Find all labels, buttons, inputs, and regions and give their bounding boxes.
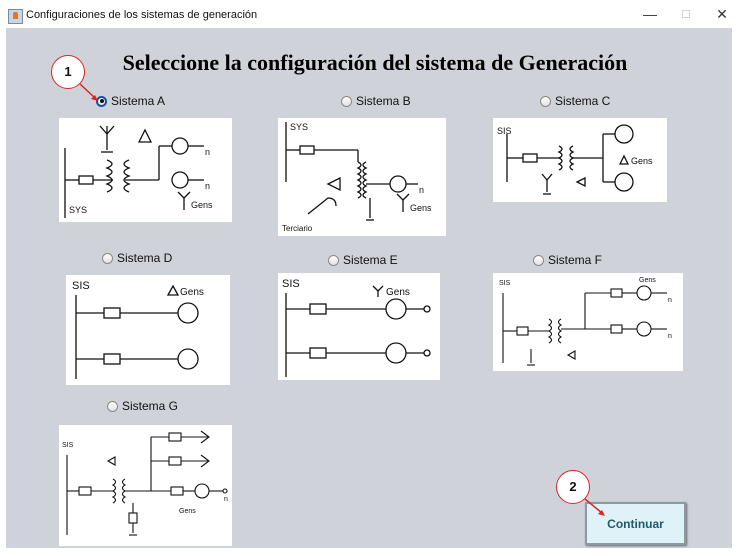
radio-label: Sistema F (548, 253, 603, 267)
svg-text:Terciario: Terciario (282, 224, 313, 233)
svg-text:Gens: Gens (639, 277, 656, 284)
svg-text:Gens: Gens (631, 156, 653, 166)
minimize-button[interactable]: — (643, 6, 657, 22)
svg-text:n: n (224, 496, 228, 503)
diagram-sistema-e[interactable]: SIS Gens (278, 273, 440, 380)
diagram-sistema-g[interactable]: SIS Gens n (59, 425, 232, 546)
callout-1: 1 (51, 55, 85, 89)
radio-sistema-f[interactable]: Sistema F (533, 253, 602, 267)
radio-sistema-b[interactable]: Sistema B (341, 94, 411, 108)
radio-icon (533, 254, 544, 266)
page-heading: Seleccione la configuración del sistema … (122, 50, 628, 75)
maximize-button[interactable]: ☐ (681, 9, 691, 21)
radio-icon (540, 95, 551, 107)
close-button[interactable]: ✕ (716, 6, 728, 22)
diagram-sistema-f[interactable]: SIS Gens n n (493, 273, 683, 371)
svg-text:Gens: Gens (180, 287, 204, 298)
svg-text:Gens: Gens (179, 508, 196, 515)
window-title: Configuraciones de los sistemas de gener… (26, 9, 258, 21)
radio-sistema-d[interactable]: Sistema D (102, 251, 172, 265)
radio-icon (328, 254, 339, 266)
radio-selected-icon (96, 95, 107, 107)
svg-text:SIS: SIS (282, 278, 300, 290)
java-app-icon (8, 9, 23, 24)
svg-text:n: n (668, 297, 672, 304)
radio-sistema-e[interactable]: Sistema E (328, 253, 398, 267)
svg-text:n: n (205, 147, 210, 157)
svg-text:SIS: SIS (62, 442, 74, 449)
diagram-sistema-c[interactable]: SIS Gens (493, 118, 667, 202)
diagram-sistema-d[interactable]: SIS Gens (66, 275, 230, 385)
radio-icon (102, 252, 113, 264)
title-bar: Configuraciones de los sistemas de gener… (0, 0, 738, 30)
svg-text:SIS: SIS (499, 280, 511, 287)
radio-label: Sistema C (555, 94, 611, 108)
svg-text:n: n (419, 185, 424, 195)
radio-label: Sistema A (111, 94, 166, 108)
svg-text:SYS: SYS (69, 205, 87, 215)
svg-text:Gens: Gens (386, 287, 410, 298)
svg-text:SIS: SIS (497, 126, 512, 136)
svg-text:n: n (668, 333, 672, 340)
radio-icon (341, 95, 352, 107)
continue-button[interactable]: Continuar (585, 502, 686, 545)
svg-text:Gens: Gens (191, 200, 213, 210)
radio-label: Sistema E (343, 253, 398, 267)
radio-label: Sistema B (356, 94, 411, 108)
radio-label: Sistema D (117, 251, 173, 265)
svg-text:SYS: SYS (290, 122, 308, 132)
radio-sistema-g[interactable]: Sistema G (107, 399, 178, 413)
svg-text:n: n (205, 181, 210, 191)
radio-sistema-a[interactable]: Sistema A (96, 94, 165, 108)
svg-text:Gens: Gens (410, 203, 432, 213)
svg-text:SIS: SIS (72, 280, 90, 292)
radio-sistema-c[interactable]: Sistema C (540, 94, 610, 108)
callout-2: 2 (556, 470, 590, 504)
radio-icon (107, 400, 118, 412)
radio-label: Sistema G (122, 399, 179, 413)
